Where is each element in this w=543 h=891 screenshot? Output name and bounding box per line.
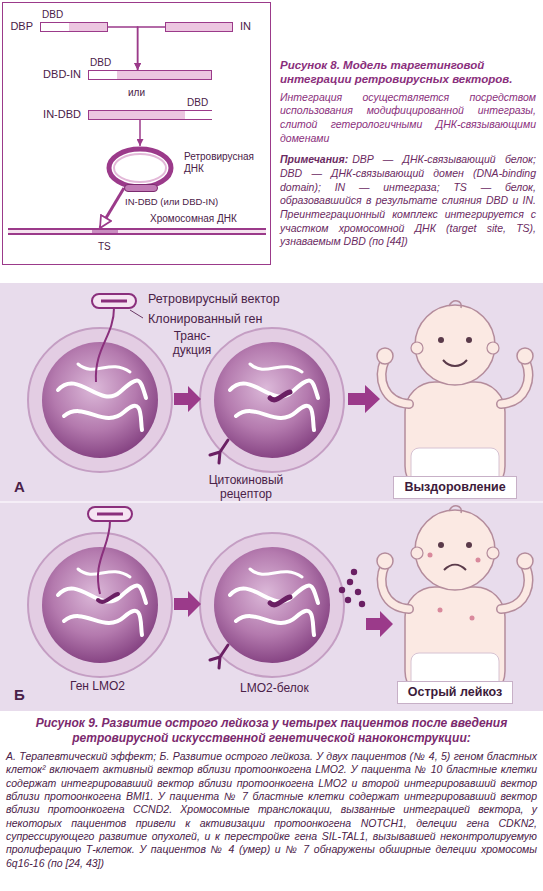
ring-inner xyxy=(114,154,166,182)
ring-stroke xyxy=(109,149,171,187)
node-label: DBD xyxy=(42,9,63,21)
connector-arrow xyxy=(108,27,138,70)
figure-panel xyxy=(0,283,543,711)
node-label: IN-DBD (или DBD-IN) xyxy=(125,196,218,207)
panel-letter: А xyxy=(14,478,25,496)
vector-symbol xyxy=(88,294,143,594)
node-label: Хромосомная ДНК xyxy=(150,213,237,225)
node-label: DBD-IN xyxy=(43,68,81,81)
bar-segment xyxy=(92,230,118,233)
node-label: IN-DBD xyxy=(43,108,81,121)
complex-pill: IN-DBD (или DBD-IN) xyxy=(124,184,158,192)
protein-bar: IN xyxy=(165,22,233,32)
part-label: Ретровирусный вектор xyxy=(148,292,280,307)
node-label: TS xyxy=(98,241,111,253)
part-label: LMO2-белок xyxy=(240,681,309,695)
step-label: Транс- дукция xyxy=(168,330,216,358)
part-label: Ген LMO2 xyxy=(70,679,125,693)
part-label: Цитокиновый рецептор xyxy=(190,474,302,502)
figure-caption: Интеграция осуществляется посредством ис… xyxy=(280,91,536,146)
baby-figure xyxy=(377,301,533,701)
chromosome-band: Хромосомная ДНКTS xyxy=(8,228,266,235)
bar-segment xyxy=(185,111,213,119)
fusion-bar: DBD-INDBD xyxy=(88,70,212,80)
alt-word: или xyxy=(128,87,145,99)
connector-arrow xyxy=(138,27,165,70)
node-label: Острый лейкоз xyxy=(408,685,502,700)
figure-title: Рисунок 9. Развитие острого лейкоза у че… xyxy=(10,716,533,746)
node-label: Ретровирусная ДНК xyxy=(184,151,266,175)
figure-frame xyxy=(3,3,271,265)
connector-arrow xyxy=(139,120,141,146)
connector-arrow xyxy=(100,188,124,228)
outcome-box: Выздоровление xyxy=(393,476,516,499)
node-label: DBD xyxy=(187,97,208,109)
figure-title: Рисунок 8. Модель таргетинговой интеграц… xyxy=(280,58,536,87)
figure-caption: А. Терапевтический эффект; Б. Развитие о… xyxy=(6,750,537,870)
notes-text: DBP — ДНК-связывающий белок; DBD — ДНК-с… xyxy=(280,153,536,247)
outcome-box: Острый лейкоз xyxy=(397,681,513,704)
process-arrow xyxy=(174,385,393,637)
node-label: DBP xyxy=(10,20,33,33)
node-label: DBD xyxy=(90,57,111,69)
bar-segment xyxy=(89,71,117,79)
fusion-bar: IN-DBDDBD xyxy=(88,110,212,120)
node-label: IN xyxy=(240,20,251,33)
protein-bar: DBPDBD xyxy=(40,22,108,32)
cell-drawing xyxy=(28,328,344,677)
protein-dots xyxy=(339,569,365,607)
bar-segment xyxy=(41,23,69,31)
notes-paragraph: Примечания:DBP — ДНК-связывающий белок; … xyxy=(280,153,536,248)
node-label: Выздоровление xyxy=(404,480,505,495)
part-label: Клонированный ген xyxy=(148,312,262,327)
panel-letter: Б xyxy=(14,686,25,704)
notes-heading: Примечания: xyxy=(280,153,348,165)
